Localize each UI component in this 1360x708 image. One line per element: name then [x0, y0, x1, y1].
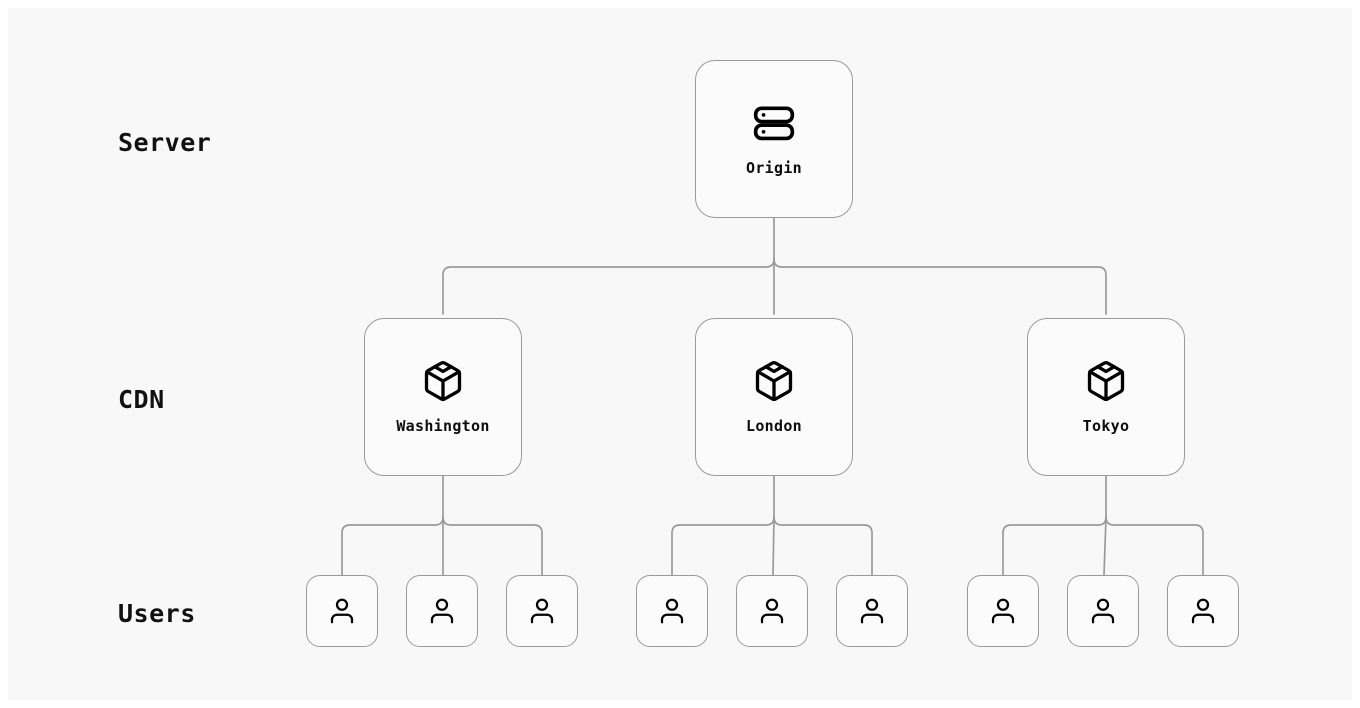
- server-icon: [752, 101, 796, 145]
- node-user[interactable]: [1167, 575, 1239, 647]
- node-origin-label: Origin: [746, 159, 802, 177]
- user-icon: [1088, 596, 1118, 626]
- user-icon: [327, 596, 357, 626]
- user-icon: [427, 596, 457, 626]
- node-cdn-label: Tokyo: [1082, 417, 1130, 435]
- row-label-cdn-text: CDN: [118, 385, 165, 414]
- user-icon: [757, 596, 787, 626]
- box-icon: [421, 359, 465, 403]
- node-user[interactable]: [836, 575, 908, 647]
- row-label-server-text: Server: [118, 128, 212, 157]
- row-label-server: Server: [118, 128, 211, 157]
- row-label-cdn: CDN: [118, 385, 165, 414]
- node-user[interactable]: [406, 575, 478, 647]
- node-origin[interactable]: Origin: [695, 60, 853, 218]
- user-icon: [527, 596, 557, 626]
- user-icon: [1188, 596, 1218, 626]
- box-icon: [1084, 359, 1128, 403]
- box-icon: [752, 359, 796, 403]
- node-cdn-label: London: [746, 417, 802, 435]
- node-user[interactable]: [506, 575, 578, 647]
- user-icon: [988, 596, 1018, 626]
- node-user[interactable]: [306, 575, 378, 647]
- user-icon: [857, 596, 887, 626]
- row-label-users-text: Users: [118, 599, 196, 628]
- node-cdn-washington[interactable]: Washington: [364, 318, 522, 476]
- node-user[interactable]: [636, 575, 708, 647]
- node-user[interactable]: [1067, 575, 1139, 647]
- node-cdn-tokyo[interactable]: Tokyo: [1027, 318, 1185, 476]
- node-user[interactable]: [967, 575, 1039, 647]
- user-icon: [657, 596, 687, 626]
- node-cdn-label: Washington: [396, 417, 490, 435]
- row-label-users: Users: [118, 599, 196, 628]
- node-cdn-london[interactable]: London: [695, 318, 853, 476]
- node-user[interactable]: [736, 575, 808, 647]
